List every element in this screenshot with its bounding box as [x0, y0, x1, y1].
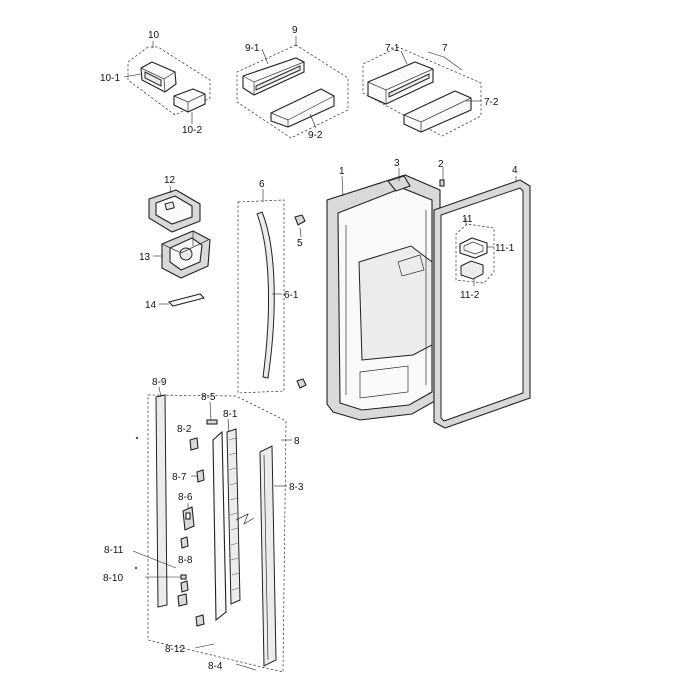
callout-3: 3: [394, 158, 400, 169]
part-13-dispenser-unit: 13: [139, 230, 211, 279]
callout-8-11: 8-11: [104, 545, 124, 556]
part-group-8: 8 8-9 8-5 8-1 8-2 8-7: [103, 377, 304, 673]
part-11-2-cap: [460, 260, 484, 280]
callout-11-1: 11-1: [495, 243, 515, 254]
part-8-3-strip: [259, 445, 277, 667]
part-8-2-clip: [189, 437, 199, 451]
callout-8-5: 8-5: [201, 392, 216, 403]
callout-6-1: 6-1: [284, 290, 299, 301]
callout-4: 4: [512, 165, 518, 176]
part-14-plate: 14: [145, 293, 206, 311]
callout-10-2: 10-2: [182, 125, 202, 136]
part-10-1-bin: [140, 61, 177, 93]
part-5-screws: 5: [294, 214, 307, 389]
part-8-7-clip: [196, 469, 205, 483]
part-group-9: 9 9-1 9-2: [236, 25, 349, 141]
part-8-9-strip: [155, 394, 168, 608]
callout-7: 7: [442, 43, 448, 54]
part-group-11: 11 11-1 11-2: [455, 214, 515, 301]
part-12-dispenser-cover: 12: [148, 175, 201, 233]
callout-9: 9: [292, 25, 298, 36]
callout-5: 5: [297, 238, 303, 249]
callout-8-1: 8-1: [223, 409, 238, 420]
callout-14: 14: [145, 300, 157, 311]
part-7-1-bin: [367, 61, 434, 105]
part-8-8-clip: [180, 536, 189, 549]
callout-6: 6: [259, 179, 265, 190]
part-4-door-gasket: 4: [433, 165, 531, 429]
part-8-10-clip: [180, 574, 187, 580]
callout-9-1: 9-1: [245, 43, 260, 54]
callout-7-2: 7-2: [484, 97, 499, 108]
callout-8-6: 8-6: [178, 492, 193, 503]
part-3-hinge: 3: [387, 158, 411, 192]
callout-10-1: 10-1: [100, 73, 120, 84]
callout-8-4: 8-4: [208, 661, 223, 672]
part-10-2-bin: [173, 88, 206, 113]
callout-1: 1: [339, 166, 345, 177]
callout-2: 2: [438, 159, 444, 170]
callout-8-10: 8-10: [103, 573, 123, 584]
callout-8-7: 8-7: [172, 472, 187, 483]
callout-12: 12: [164, 175, 176, 186]
part-9-1-bin: [242, 57, 305, 96]
callout-8-3: 8-3: [289, 482, 304, 493]
callout-10: 10: [148, 30, 160, 41]
part-9-2-bin: [270, 88, 335, 128]
part-1-door-assembly: 1: [326, 166, 441, 421]
part-8-1-strip: [212, 430, 227, 622]
callout-9-2: 9-2: [308, 130, 323, 141]
callout-11-2: 11-2: [460, 290, 480, 301]
part-11-1-ring: [459, 237, 488, 259]
callout-8: 8: [294, 436, 300, 447]
part-2-pin: 2: [438, 159, 445, 187]
callout-11: 11: [462, 214, 473, 225]
callout-8-12: 8-12: [165, 644, 185, 655]
callout-8-8: 8-8: [178, 555, 193, 566]
callout-13: 13: [139, 252, 151, 263]
part-group-6: 6 6-1: [237, 179, 299, 394]
part-group-10: 10 10-1 10-2: [100, 30, 211, 136]
part-6-1-handle: [256, 211, 275, 379]
part-7-2-bin: [403, 90, 472, 133]
part-group-7: 7 7-1 7-2: [362, 43, 499, 137]
part-8-5-pin: [206, 419, 218, 425]
callout-8-9: 8-9: [152, 377, 167, 388]
callout-8-2: 8-2: [177, 424, 192, 435]
callout-7-1: 7-1: [385, 43, 400, 54]
